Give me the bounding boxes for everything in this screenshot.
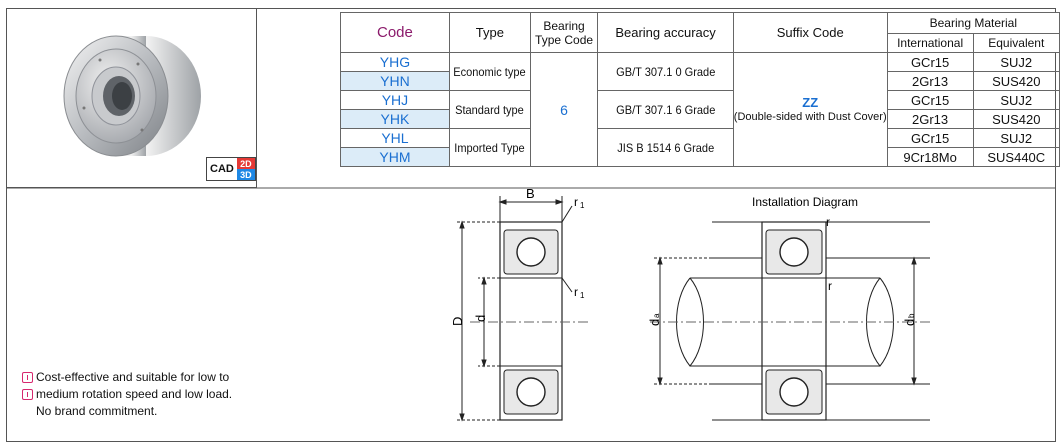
material-equivalent-cell: SUS420 [972, 71, 1060, 91]
product-photo-box [6, 8, 257, 188]
header-btc-line2: Type Code [535, 32, 594, 47]
type-cell: Economic type [452, 52, 528, 91]
material-equivalent-cell: SUJ2 [972, 52, 1060, 72]
header-type: Type [448, 12, 531, 53]
header-bearing-type-code: Bearing Type Code [529, 12, 599, 53]
note-line: No brand commitment. [22, 403, 232, 420]
dim-label-r1-top: r [574, 195, 578, 209]
material-international-cell: 2Gr13 [886, 109, 974, 129]
installation-drawing [650, 221, 930, 421]
dim-label-r-top: r [826, 215, 830, 229]
cad-label: CAD [210, 163, 234, 175]
cad-badge[interactable]: CAD 2D 3D [206, 157, 256, 181]
material-international-cell: 9Cr18Mo [886, 147, 974, 167]
note-line: medium rotation speed and low load. [22, 386, 232, 403]
code-cell: YHM [340, 147, 450, 167]
header-international: International [886, 33, 974, 53]
cad-dims: 2D 3D [236, 158, 255, 180]
dim-label-da-sub: a [652, 313, 661, 318]
header-btc-line1: Bearing [543, 18, 585, 33]
spec-table: Code Type Bearing Type Code Bearing accu… [340, 12, 1060, 167]
code-cell: YHK [340, 109, 450, 129]
note-text: Cost-effective and suitable for low to [36, 370, 230, 384]
code-cell: YHG [340, 52, 450, 72]
info-icon [22, 389, 33, 400]
dim-label-r1-inner-sub: 1 [580, 291, 585, 300]
bearing-type-code-cell: 6 [529, 52, 599, 167]
accuracy-cell: GB/T 307.1 6 Grade [602, 90, 729, 129]
bearing-cross-section-drawing [456, 196, 590, 422]
cad-3d-label: 3D [236, 169, 255, 180]
dim-label-da: d [647, 319, 662, 326]
dim-label-db: d [902, 319, 917, 326]
dim-label-r-inner: r [828, 279, 832, 293]
material-equivalent-cell: SUS420 [972, 109, 1060, 129]
suffix-description: (Double-sided with Dust Cover) [733, 110, 887, 123]
suffix-code: ZZ [802, 95, 819, 111]
material-equivalent-cell: SUJ2 [972, 128, 1060, 148]
accuracy-cell: GB/T 307.1 0 Grade [602, 52, 729, 91]
dim-label-d: d [473, 315, 488, 322]
header-code: Code [340, 12, 450, 53]
dim-label-db-sub: b [907, 313, 916, 318]
note-text: No brand commitment. [36, 404, 158, 418]
dim-label-r1-top-sub: 1 [580, 201, 585, 210]
header-material: Bearing Material [886, 12, 1060, 34]
accuracy-cell: JIS B 1514 6 Grade [602, 128, 729, 167]
cad-2d-label: 2D [236, 158, 255, 169]
installation-diagram-title: Installation Diagram [752, 195, 858, 209]
dim-label-B: B [526, 186, 535, 201]
note-text: medium rotation speed and low load. [36, 387, 233, 401]
header-accuracy: Bearing accuracy [597, 12, 734, 53]
dim-label-r1-inner: r [574, 285, 578, 299]
info-icon [22, 372, 33, 383]
type-cell: Standard type [452, 90, 528, 129]
dim-label-D: D [450, 317, 465, 326]
outer-frame [6, 8, 1056, 442]
type-cell: Imported Type [452, 128, 528, 167]
note-line: Cost-effective and suitable for low to [22, 369, 232, 386]
bearing-photo [63, 35, 201, 157]
product-notes: Cost-effective and suitable for low to m… [22, 369, 232, 420]
material-equivalent-cell: SUS440C [972, 147, 1060, 167]
